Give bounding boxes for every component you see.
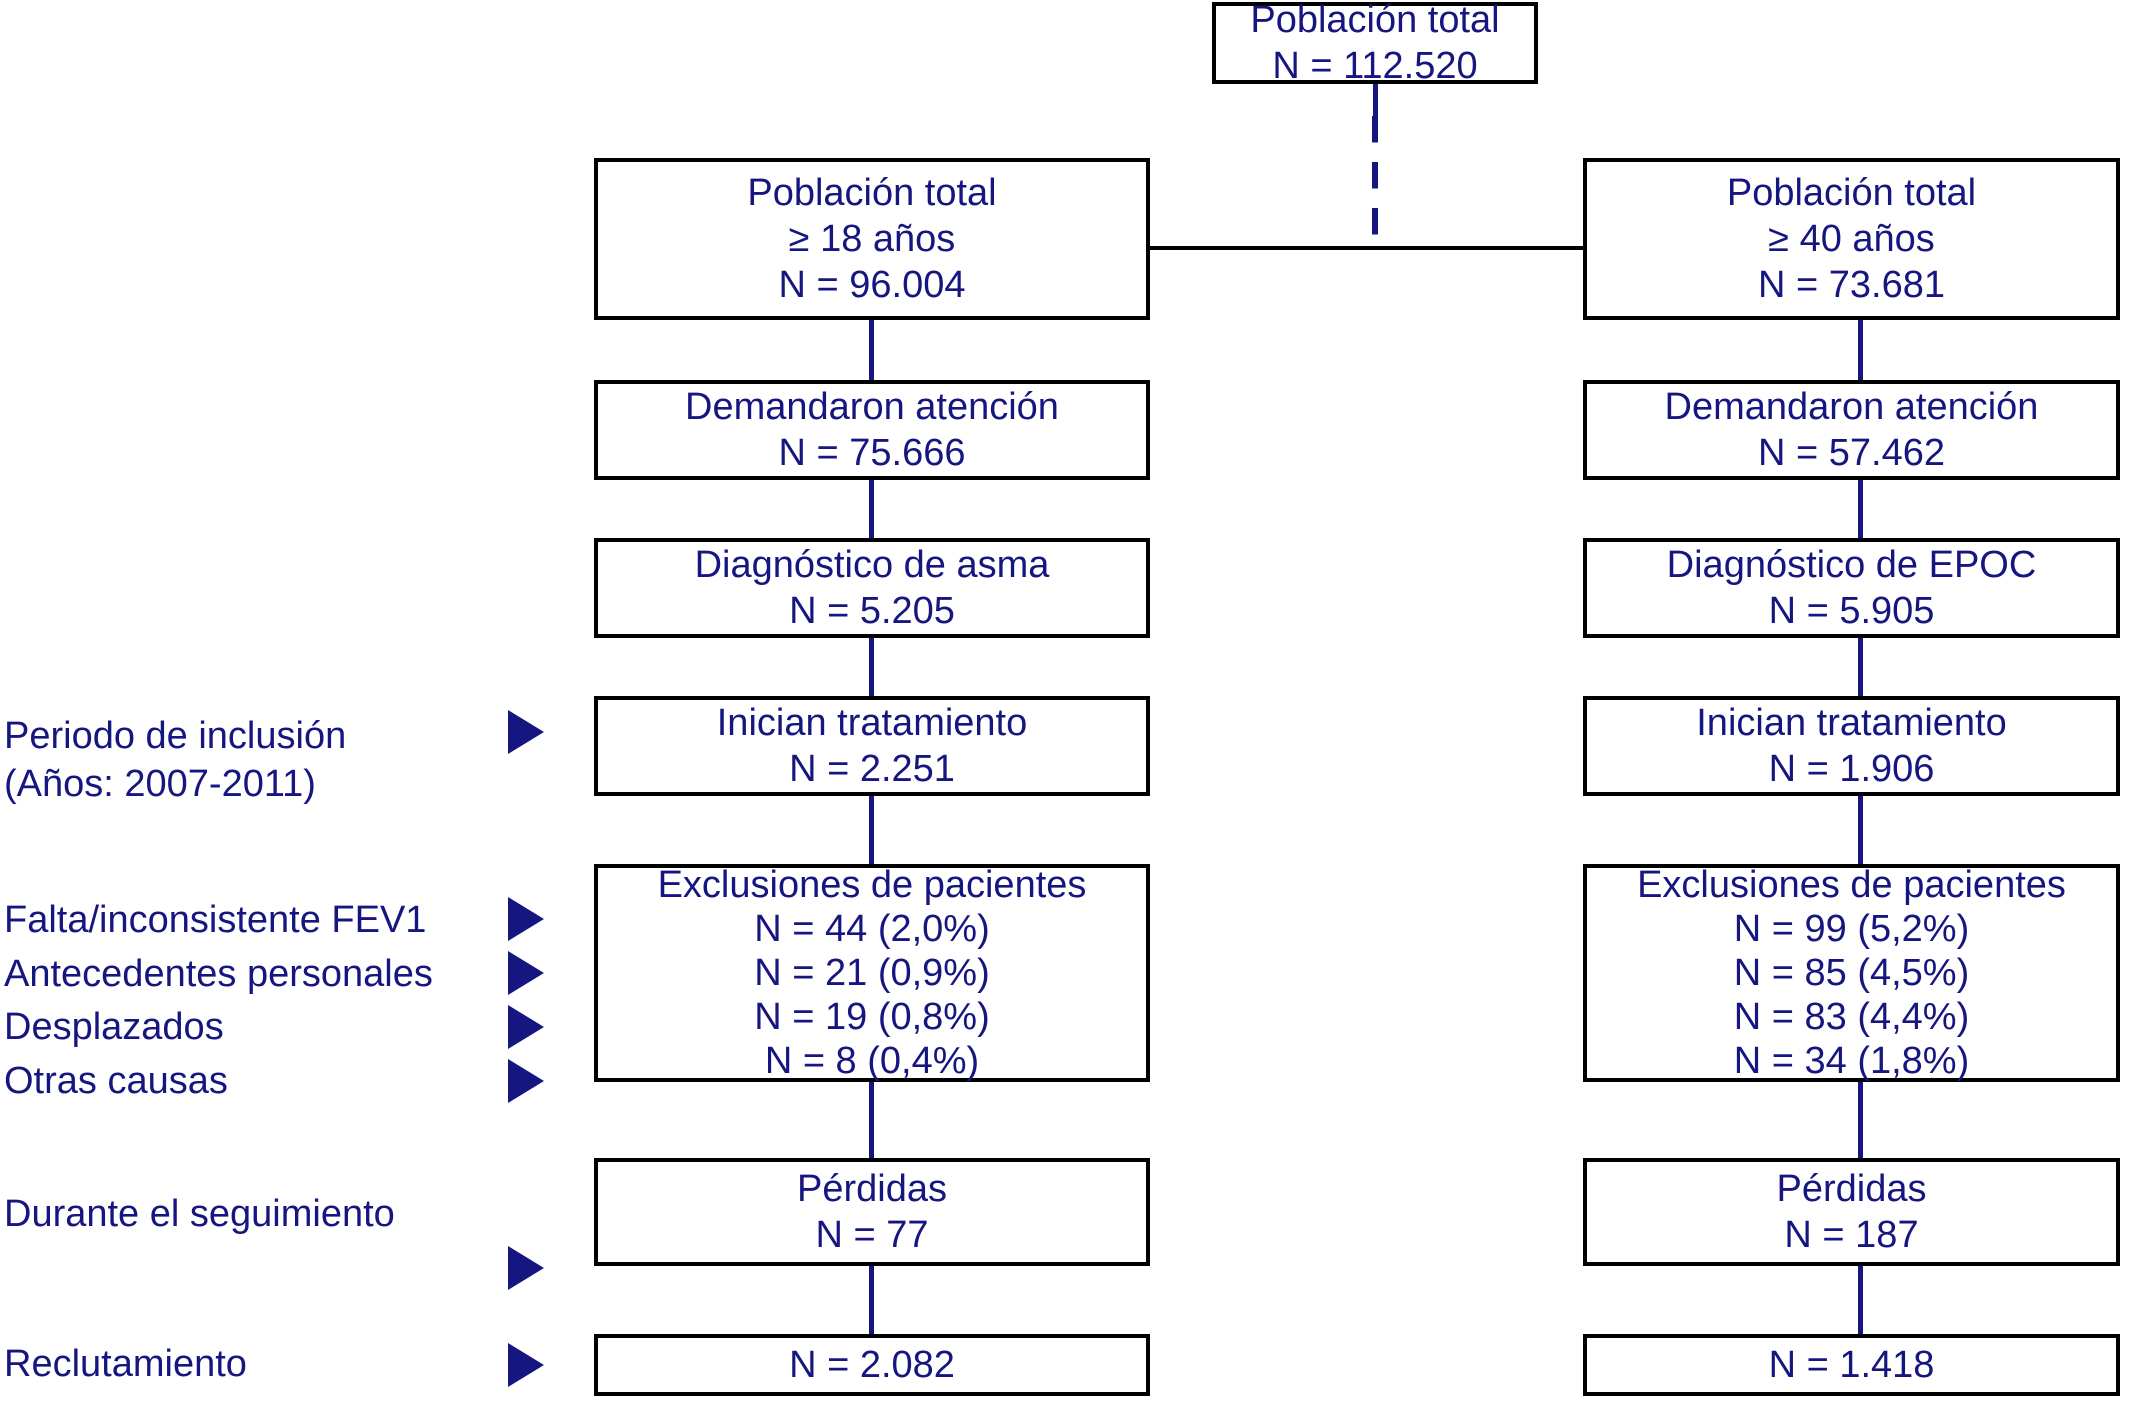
box-line: N = 73.681 xyxy=(1758,264,1945,306)
label-otras-causas: Otras causas xyxy=(4,1057,228,1105)
box-line: N = 21 (0,9%) xyxy=(754,952,990,994)
box-line: N = 2.251 xyxy=(789,748,955,790)
box-line: N = 2.082 xyxy=(789,1344,955,1386)
label-falta-fev1: Falta/inconsistente FEV1 xyxy=(4,896,426,944)
connector-right-loss-to-recruit xyxy=(1858,1266,1863,1334)
label-durante-seguimiento: Durante el seguimiento xyxy=(4,1190,395,1238)
box-right-exclusions: Exclusiones de pacientes N = 99 (5,2%) N… xyxy=(1583,864,2120,1082)
box-line: Población total xyxy=(747,172,997,214)
connector-left-demand-to-diag xyxy=(869,480,874,538)
box-line: ≥ 18 años xyxy=(788,218,956,260)
label-line: Reclutamiento xyxy=(4,1343,247,1385)
box-line: Diagnóstico de EPOC xyxy=(1666,544,2037,586)
box-line: N = 77 xyxy=(815,1214,929,1256)
box-line: N = 5.205 xyxy=(789,590,955,632)
box-line: Demandaron atención xyxy=(685,386,1059,428)
box-line: N = 96.004 xyxy=(778,264,966,306)
arrow-marker-falta-fev1-icon xyxy=(508,897,544,941)
label-desplazados: Desplazados xyxy=(4,1003,224,1051)
box-line: Exclusiones de pacientes xyxy=(657,864,1087,906)
label-line: (Años: 2007-2011) xyxy=(4,763,316,805)
connector-horizontal-split xyxy=(1146,246,1587,250)
label-line: Antecedentes personales xyxy=(4,953,433,995)
connector-top-to-split xyxy=(1373,82,1378,116)
box-line: Inician tratamiento xyxy=(716,702,1028,744)
label-antecedentes-personales: Antecedentes personales xyxy=(4,950,433,998)
arrow-marker-antecedentes-icon xyxy=(508,951,544,995)
connector-right-demand-to-diag xyxy=(1858,480,1863,538)
box-left-recruitment: N = 2.082 xyxy=(594,1334,1150,1396)
connector-right-excl-to-loss xyxy=(1858,1082,1863,1158)
box-right-population: Población total ≥ 40 años N = 73.681 xyxy=(1583,158,2120,320)
arrow-marker-reclutamiento-icon xyxy=(508,1343,544,1387)
connector-dashed-vertical xyxy=(1372,116,1378,246)
connector-right-diag-to-treat xyxy=(1858,638,1863,696)
box-left-exclusions: Exclusiones de pacientes N = 44 (2,0%) N… xyxy=(594,864,1150,1082)
connector-right-pop-to-demand xyxy=(1858,320,1863,380)
label-line: Otras causas xyxy=(4,1060,228,1102)
connector-left-diag-to-treat xyxy=(869,638,874,696)
box-line: N = 1.906 xyxy=(1768,748,1935,790)
arrow-marker-durante-seguimiento-icon xyxy=(508,1246,544,1290)
arrow-marker-otras-causas-icon xyxy=(508,1059,544,1103)
box-line: N = 57.462 xyxy=(1758,432,1945,474)
box-line: Población total xyxy=(1250,0,1500,41)
box-line: N = 187 xyxy=(1784,1214,1919,1256)
label-line: Desplazados xyxy=(4,1006,224,1048)
box-line: Población total xyxy=(1726,172,1977,214)
connector-right-treat-to-excl xyxy=(1858,796,1863,864)
label-line: Falta/inconsistente FEV1 xyxy=(4,899,427,941)
arrow-marker-periodo-inclusion-icon xyxy=(508,710,544,754)
box-line: Pérdidas xyxy=(1776,1168,1927,1210)
box-line: N = 5.905 xyxy=(1768,590,1935,632)
connector-left-loss-to-recruit xyxy=(869,1266,874,1334)
box-right-recruitment: N = 1.418 xyxy=(1583,1334,2120,1396)
connector-left-excl-to-loss xyxy=(869,1082,874,1158)
box-line: N = 112.520 xyxy=(1272,45,1478,87)
box-line: ≥ 40 años xyxy=(1768,218,1935,260)
arrow-marker-desplazados-icon xyxy=(508,1005,544,1049)
box-right-treatment-start: Inician tratamiento N = 1.906 xyxy=(1583,696,2120,796)
box-line: N = 8 (0,4%) xyxy=(764,1040,980,1082)
box-line: Diagnóstico de asma xyxy=(694,544,1050,586)
label-reclutamiento: Reclutamiento xyxy=(4,1340,247,1388)
box-line: N = 83 (4,4%) xyxy=(1733,996,1970,1038)
box-line: N = 34 (1,8%) xyxy=(1733,1040,1970,1082)
box-left-care-demand: Demandaron atención N = 75.666 xyxy=(594,380,1150,480)
box-left-losses: Pérdidas N = 77 xyxy=(594,1158,1150,1266)
box-left-diagnosis: Diagnóstico de asma N = 5.205 xyxy=(594,538,1150,638)
box-line: N = 75.666 xyxy=(778,432,966,474)
connector-left-treat-to-excl xyxy=(869,796,874,864)
box-left-treatment-start: Inician tratamiento N = 2.251 xyxy=(594,696,1150,796)
box-line: N = 19 (0,8%) xyxy=(754,996,990,1038)
label-line: Periodo de inclusión xyxy=(4,715,347,757)
label-line: Durante el seguimiento xyxy=(4,1193,395,1235)
box-line: Pérdidas xyxy=(797,1168,947,1210)
box-right-losses: Pérdidas N = 187 xyxy=(1583,1158,2120,1266)
box-line: Demandaron atención xyxy=(1664,386,2039,428)
box-line: N = 99 (5,2%) xyxy=(1733,908,1970,950)
box-line: Exclusiones de pacientes xyxy=(1637,864,2066,906)
box-line: Inician tratamiento xyxy=(1696,702,2007,744)
box-line: N = 1.418 xyxy=(1768,1344,1935,1386)
box-line: N = 85 (4,5%) xyxy=(1733,952,1970,994)
connector-left-pop-to-demand xyxy=(869,320,874,380)
box-right-diagnosis: Diagnóstico de EPOC N = 5.905 xyxy=(1583,538,2120,638)
label-periodo-inclusion: Periodo de inclusión (Años: 2007-2011) xyxy=(4,712,346,808)
box-total-population: Población total N = 112.520 xyxy=(1212,0,1538,87)
box-left-population: Población total ≥ 18 años N = 96.004 xyxy=(594,158,1150,320)
box-right-care-demand: Demandaron atención N = 57.462 xyxy=(1583,380,2120,480)
box-line: N = 44 (2,0%) xyxy=(754,908,990,950)
